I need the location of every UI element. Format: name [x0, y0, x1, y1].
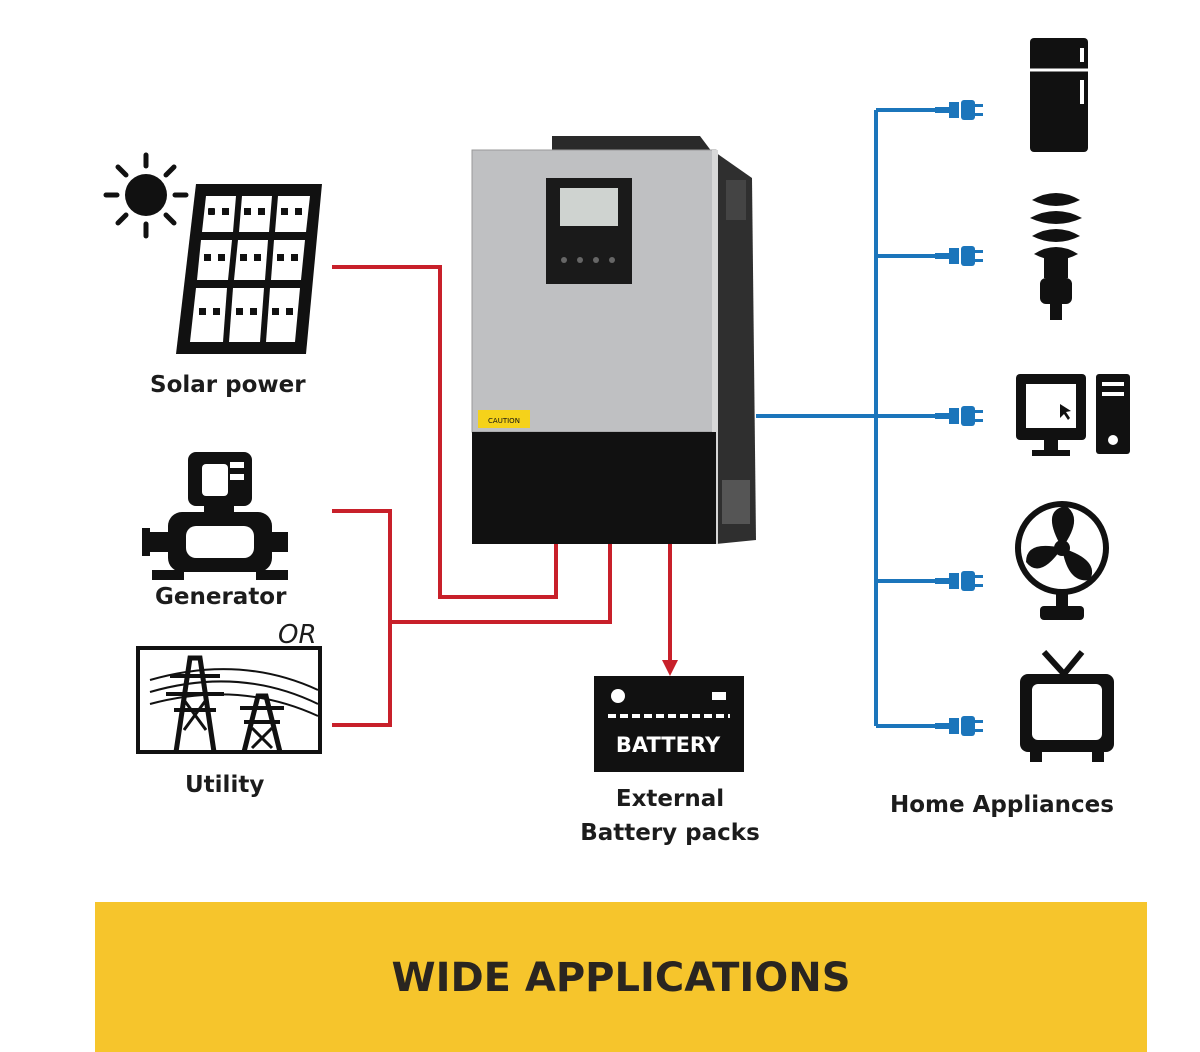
- generator-wire: [332, 509, 392, 727]
- output-wires: [756, 108, 935, 728]
- television-icon: [1020, 649, 1114, 762]
- home-appliances-label: Home Appliances: [890, 792, 1114, 818]
- battery-icon-label: BATTERY: [616, 733, 721, 757]
- battery-line2-label: Battery packs: [580, 820, 760, 846]
- generator-label: Generator: [155, 584, 287, 610]
- generator-icon: [142, 452, 288, 580]
- or-label: OR: [278, 620, 317, 650]
- plug-icon: [935, 100, 983, 736]
- solar-power-label: Solar power: [150, 372, 306, 398]
- inverter-icon: CAUTION: [471, 136, 756, 544]
- caution-label: CAUTION: [488, 417, 520, 425]
- utility-label: Utility: [185, 772, 265, 798]
- battery-line1-label: External: [615, 786, 725, 812]
- sun-icon: [103, 152, 189, 239]
- light-bulb-icon: [1030, 193, 1082, 320]
- solar-panel-icon: [176, 184, 322, 354]
- input-wires: [332, 265, 678, 727]
- refrigerator-icon: [1030, 38, 1088, 152]
- grid-wire: [390, 520, 618, 624]
- battery-icon: BATTERY: [594, 676, 744, 772]
- computer-icon: [1016, 374, 1130, 456]
- banner: WIDE APPLICATIONS: [95, 902, 1147, 1052]
- fan-icon: [1015, 501, 1109, 620]
- solar-wire: [332, 265, 564, 599]
- power-tower-icon: [136, 646, 322, 754]
- banner-title: WIDE APPLICATIONS: [391, 955, 851, 1001]
